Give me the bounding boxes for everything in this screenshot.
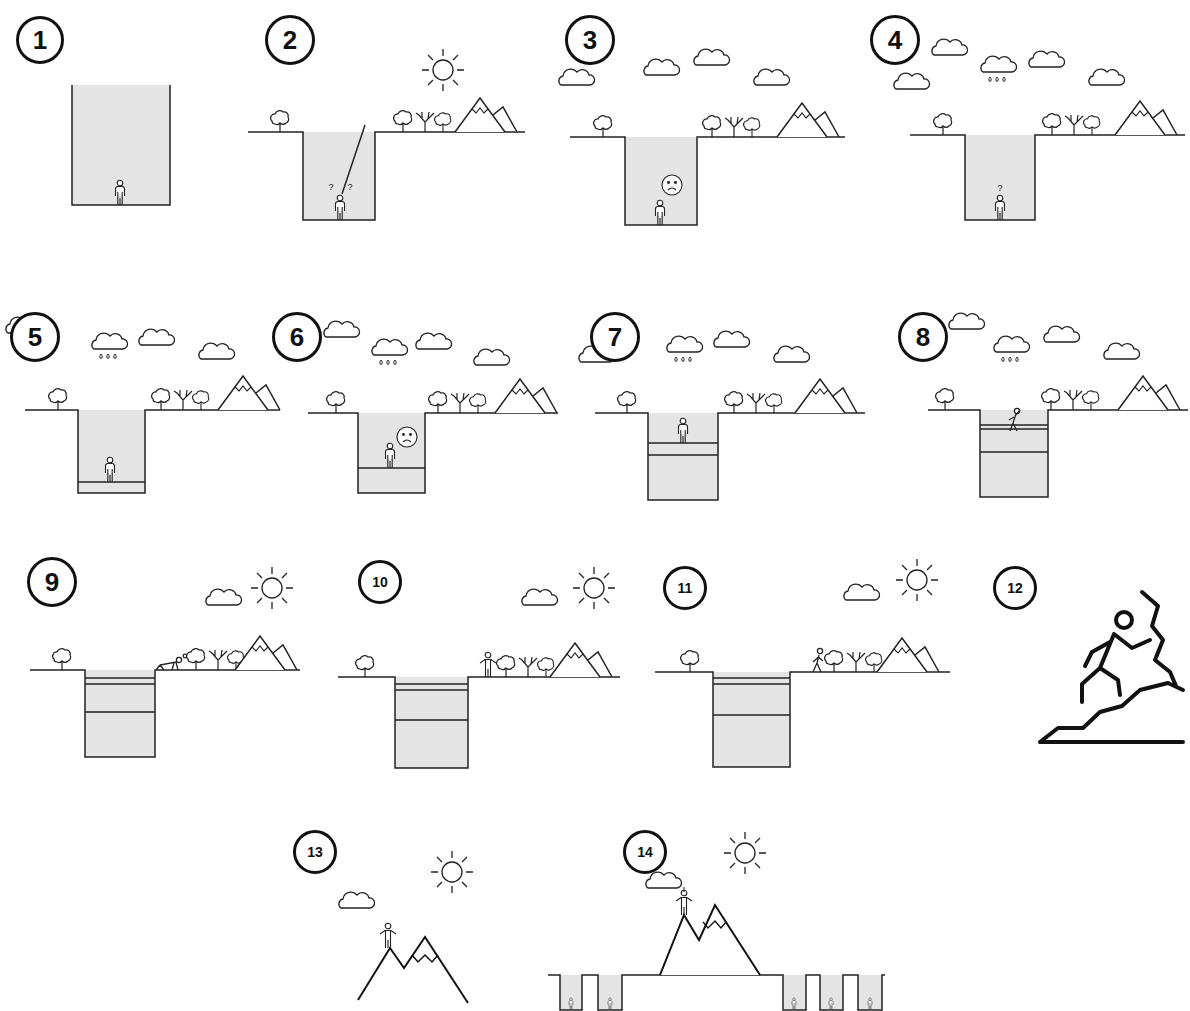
panel-number-circle: 10 — [358, 560, 402, 604]
question-mark: ? — [328, 183, 333, 192]
panel-number-circle: 5 — [10, 312, 60, 362]
panel-number: 8 — [916, 324, 930, 350]
panel-number: 2 — [283, 27, 297, 53]
panel-number-circle: 6 — [272, 312, 322, 362]
panel-number: 13 — [307, 845, 323, 859]
panel-number: 10 — [372, 575, 388, 589]
panel-number-circle: 14 — [623, 830, 667, 874]
panel-number: 1 — [33, 27, 47, 53]
panel-number: 4 — [888, 27, 902, 53]
question-mark: ? — [347, 183, 352, 192]
panel-number-circle: 2 — [265, 15, 315, 65]
panel-number-circle: 1 — [16, 16, 64, 64]
panel-number: 11 — [678, 581, 693, 595]
panel-number: 12 — [1007, 581, 1023, 595]
panel-number: 6 — [290, 324, 304, 350]
panel-number: 3 — [583, 27, 597, 53]
panel-number: 5 — [28, 324, 42, 350]
panel-number-circle: 4 — [870, 15, 920, 65]
panel-number-circle: 13 — [293, 830, 337, 874]
panel-number-circle: 8 — [898, 312, 948, 362]
question-mark: ? — [997, 184, 1002, 193]
panel-number-circle: 7 — [590, 312, 640, 362]
panel-number: 14 — [637, 845, 653, 859]
panel-number-circle: 3 — [565, 15, 615, 65]
panel-number: 9 — [45, 569, 59, 595]
panel-number-circle: 12 — [993, 566, 1037, 610]
panel-number-circle: 9 — [27, 557, 77, 607]
panel-number: 7 — [608, 324, 622, 350]
panel-number-circle: 11 — [663, 566, 707, 610]
